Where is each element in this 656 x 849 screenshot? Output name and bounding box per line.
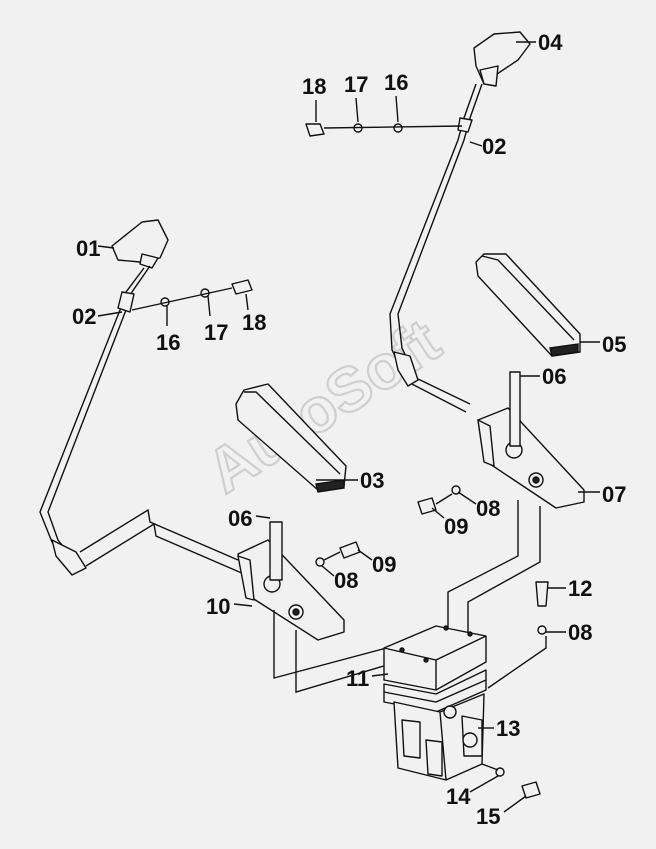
callout-02-left: 02 xyxy=(72,304,96,329)
left-foot-pedal xyxy=(235,383,347,493)
callout-18-left: 18 xyxy=(242,310,266,335)
callout-06-right: 06 xyxy=(542,364,566,389)
callout-15: 15 xyxy=(476,804,500,829)
brake-valve-block xyxy=(383,625,487,781)
callout-01: 01 xyxy=(76,236,100,261)
callout-08-left: 08 xyxy=(334,568,358,593)
left-pedal-arm xyxy=(237,521,345,641)
callout-18-right: 18 xyxy=(302,74,326,99)
callout-09-left: 09 xyxy=(372,552,396,577)
callout-13: 13 xyxy=(496,716,520,741)
valve-fittings xyxy=(481,763,541,799)
callout-09-right: 09 xyxy=(444,514,468,539)
left-control-lever xyxy=(39,219,245,576)
right-foot-pedal xyxy=(475,253,581,357)
callout-03: 03 xyxy=(360,468,384,493)
callout-17-right: 17 xyxy=(344,72,368,97)
right-lever-hardware xyxy=(305,123,463,137)
callout-05: 05 xyxy=(602,332,626,357)
callout-10: 10 xyxy=(206,594,230,619)
callout-06-left: 06 xyxy=(228,506,252,531)
callout-16-left: 16 xyxy=(156,330,180,355)
callout-07: 07 xyxy=(602,482,626,507)
right-pedal-arm xyxy=(477,371,585,509)
callout-labels: 01 02 16 17 18 04 02 18 17 16 03 05 06 0… xyxy=(72,30,626,829)
right-control-lever xyxy=(389,31,531,413)
callout-17-left: 17 xyxy=(204,320,228,345)
callout-08-valve: 08 xyxy=(568,620,592,645)
linkage-rods xyxy=(273,500,547,693)
callout-12: 12 xyxy=(568,576,592,601)
left-lever-hardware xyxy=(131,279,253,311)
callout-16-right: 16 xyxy=(384,70,408,95)
callout-14: 14 xyxy=(446,784,471,809)
callout-08-right: 08 xyxy=(476,496,500,521)
leader-lines xyxy=(97,41,600,813)
callout-11: 11 xyxy=(346,666,369,691)
callout-02-right: 02 xyxy=(482,134,506,159)
callout-04: 04 xyxy=(538,30,563,55)
